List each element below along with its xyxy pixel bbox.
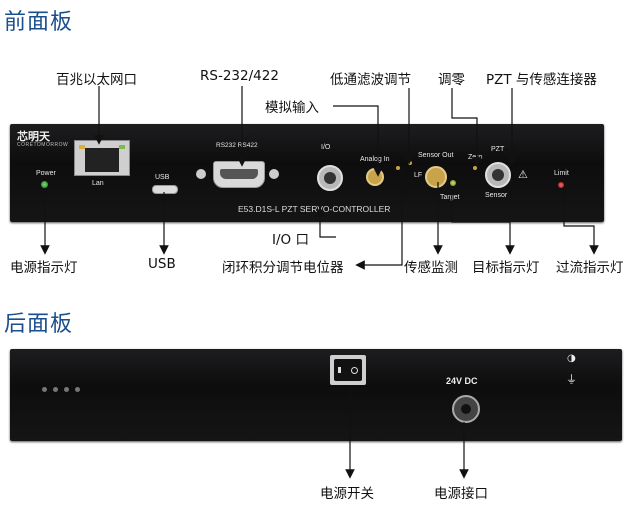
pzt-label: PZT: [491, 146, 505, 153]
target-led: [450, 180, 456, 186]
limit-label: Limit: [554, 170, 569, 177]
callout-zero: 调零: [438, 72, 465, 88]
sensor-out-connector: [425, 166, 447, 188]
callout-power-jack: 电源接口: [434, 486, 488, 502]
callout-lowpass: 低通滤波调节: [330, 72, 411, 88]
brand-subtext: CORETOMORROW: [17, 142, 69, 148]
sensor-out-label: Sensor Out: [418, 152, 454, 159]
analog-in-label: Analog In: [360, 156, 390, 163]
callout-ethernet: 百兆以太网口: [56, 72, 137, 88]
power-symbol-icon: ◑: [567, 353, 576, 364]
vent-holes: [42, 387, 80, 392]
callout-rs232: RS-232/422: [200, 68, 279, 84]
usb-label: USB: [155, 174, 170, 181]
rear-panel-title: 后面板: [4, 312, 74, 337]
servo-pot: [396, 166, 400, 170]
model-label: E53.D1S-L PZT SERVO-CONTROLLER: [238, 204, 391, 214]
callout-io-port: I/O 口: [272, 232, 309, 248]
callout-servo-pot: 闭环积分调节电位器: [222, 260, 344, 276]
power-label: Power: [36, 170, 56, 177]
lf-label: LF: [414, 172, 423, 179]
rs-screw-right: [269, 169, 279, 179]
front-panel: 芯明天 CORETOMORROW Power Lan USB RS232 RS4…: [10, 124, 604, 222]
limit-led: [558, 182, 564, 188]
callout-power-switch: 电源开关: [320, 486, 374, 502]
rear-panel: 24V DC ◑ ⏚: [10, 349, 622, 441]
callout-analog-in: 模拟输入: [265, 100, 319, 116]
callout-power-led: 电源指示灯: [10, 260, 78, 276]
power-switch[interactable]: [330, 355, 366, 385]
brand-logo: 芯明天: [17, 130, 50, 143]
voltage-label: 24V DC: [446, 376, 478, 386]
rs-label: RS232 RS422: [216, 142, 258, 149]
io-label: I/O: [321, 144, 331, 151]
front-panel-title: 前面板: [4, 10, 74, 35]
power-jack: [452, 395, 480, 423]
zero-pot: [473, 166, 477, 170]
ground-icon: ⏚: [566, 373, 577, 386]
lan-label: Lan: [92, 180, 104, 187]
callout-sensor-monitor: 传感监测: [404, 260, 458, 276]
power-led: [41, 181, 48, 188]
rs-screw-left: [196, 169, 206, 179]
sensor-label: Sensor: [485, 192, 508, 199]
callout-pzt-connector: PZT 与传感连接器: [486, 72, 597, 88]
usb-port: [152, 185, 178, 194]
warning-icon: ⚠: [518, 168, 528, 181]
rs232-port: [213, 161, 265, 188]
callout-limit-led: 过流指示灯: [556, 260, 624, 276]
callout-usb: USB: [148, 256, 176, 272]
callout-target-led: 目标指示灯: [472, 260, 540, 276]
ethernet-port: [74, 140, 130, 176]
io-connector: [317, 165, 343, 191]
target-label: Target: [440, 194, 460, 201]
pzt-connector: [485, 162, 511, 188]
